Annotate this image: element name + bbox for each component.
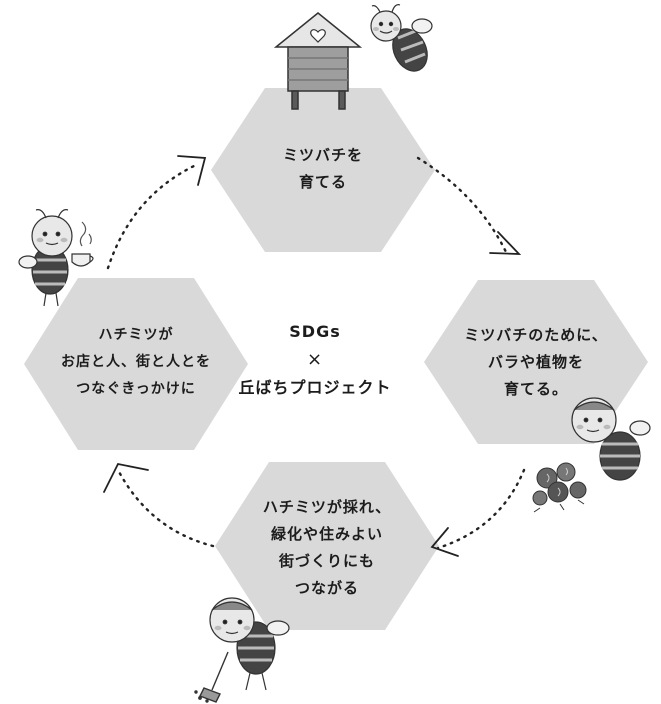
bee-icon [209,597,290,691]
step-1-line: ミツバチを [282,146,363,164]
cycle-arrows [106,156,526,550]
teacup-icon [71,221,94,267]
step-4-text: ハチミツが お店と人、街と人とを つなぐきっかけに [14,322,258,403]
bee-icon [571,397,651,481]
beehive-icon [273,12,363,110]
arrow-icon [177,155,207,186]
step-1-line: 育てる [298,173,347,191]
step-3-text: ハチミツが採れ、 緑化や住みよい 街づくりにも つながる [225,494,429,602]
step-3-line: 街づくりにも [278,552,375,570]
step-3-line: つながる [294,579,359,597]
arrow-right-to-bottom [436,468,526,550]
step-2-line: バラや植物を [487,353,584,371]
step-3-line: 緑化や住みよい [270,525,383,543]
step-4-line: つなぐきっかけに [76,381,196,397]
step-3-line: ハチミツが採れ、 [262,498,392,516]
center-line-project: 丘ばちプロジェクト [238,378,392,397]
arrow-left-to-top [106,162,200,270]
arrow-icon [430,527,459,557]
center-line-sdgs: SDGs [289,322,341,341]
step-4-line: ハチミツが [98,327,174,343]
step-2-line: ミツバチのために、 [464,326,608,344]
step-2-line: 育てる。 [503,380,568,398]
bee-icon [18,209,73,307]
rose-icon [532,462,587,513]
hexagon-left [24,278,248,450]
arrow-bottom-to-left [116,468,215,548]
step-2-text: ミツバチのために、 バラや植物を 育てる。 [430,322,642,403]
hexagon-top [211,88,435,252]
step-1-text: ミツバチを 育てる [231,142,415,196]
arrow-top-to-right [416,156,508,254]
broom-icon [194,651,229,703]
center-title: SDGs × 丘ばちプロジェクト [205,318,425,402]
step-4-line: お店と人、街と人とを [61,354,211,370]
arrow-heads [103,155,522,557]
arrow-icon [489,231,522,255]
center-line-times: × [306,349,324,370]
arrow-icon [103,462,149,493]
hexagon-bottom [215,462,439,630]
bee-icon [370,4,433,72]
